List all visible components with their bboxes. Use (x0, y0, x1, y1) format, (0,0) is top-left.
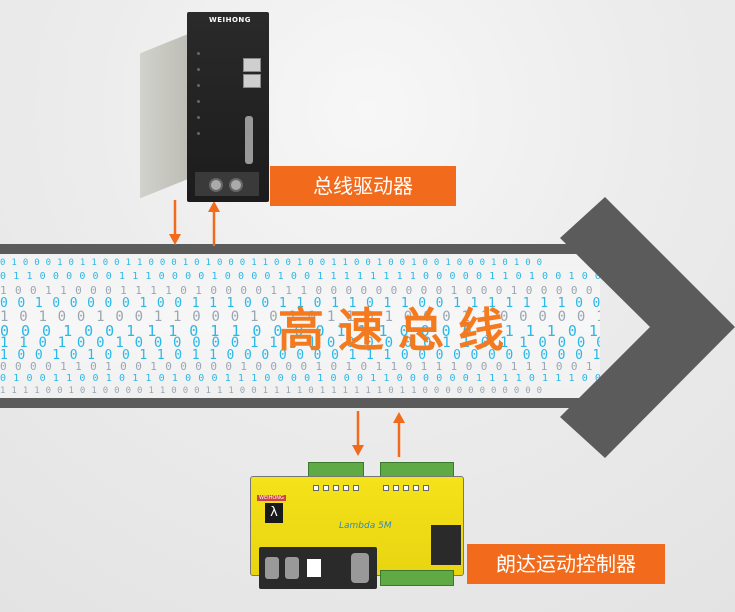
binary-digit-field: 0100010110011000101000110010011001001001… (0, 254, 600, 398)
indicator-led (423, 485, 429, 491)
binary-digit-row: 1010010011000101011010001100000100010110… (0, 309, 600, 326)
binary-digit-row: 0100110010110100011100001000110000001111… (0, 373, 600, 385)
indicator-dot (197, 52, 200, 55)
cable-connector-icon (209, 178, 223, 192)
cable-connector-icon (229, 178, 243, 192)
indicator-dot (197, 100, 200, 103)
drive-brand: WEIHONG (209, 16, 252, 24)
ethernet-port-icon (243, 58, 261, 72)
indicator-dot (197, 84, 200, 87)
indicator-led (413, 485, 419, 491)
binary-digit-row: 0110000001110000100001001111111100000110… (0, 270, 600, 282)
indicator-dot (197, 116, 200, 119)
binary-digit-row: 0010000010011100110110110011111110011101… (0, 296, 600, 312)
drive-front-panel: WEIHONG (187, 12, 269, 202)
motion-controller-image: WEIHONG λ Lambda 5M (250, 462, 468, 589)
indicator-led (313, 485, 319, 491)
drive-label: 总线驱动器 (270, 166, 456, 206)
bus-rail-bottom (0, 398, 600, 408)
indicator-led (323, 485, 329, 491)
binary-digit-row: 0000110100100000100001010110111000111001… (0, 360, 600, 374)
controller-label: 朗达运动控制器 (467, 544, 665, 584)
indicator-led (393, 485, 399, 491)
indicator-led (333, 485, 339, 491)
binary-digit-row: 1001010011011000000011100000000000101110… (0, 347, 600, 363)
bus-band (0, 248, 600, 406)
indicator-dot (197, 68, 200, 71)
binary-digit-row: 0001001110110000111000011110101110011001… (0, 322, 600, 340)
db-connector-icon (265, 557, 279, 579)
bus-label: 高速总线 (278, 303, 518, 357)
down-arrow-icon (169, 200, 181, 245)
binary-digit-row: 1001100011110100001110000000001000100000… (0, 283, 600, 297)
indicator-led (353, 485, 359, 491)
lambda-logo-icon: λ (265, 503, 283, 523)
controller-model: Lambda 5M (339, 521, 392, 531)
up-arrow-icon (393, 412, 405, 457)
db-connector-icon (351, 553, 369, 583)
drive-base (195, 172, 259, 196)
indicator-dot (197, 132, 200, 135)
connector-slot (245, 116, 253, 164)
terminal-block (380, 570, 454, 586)
controller-brand: WEIHONG (257, 495, 286, 501)
ethernet-port-icon (243, 74, 261, 88)
controller-body: WEIHONG λ Lambda 5M (250, 476, 464, 589)
up-arrow-icon (208, 201, 220, 246)
led-row (313, 485, 453, 491)
usb-port-icon (307, 559, 321, 577)
indicator-led (383, 485, 389, 491)
controller-module (431, 525, 461, 565)
drive-heatsink (140, 34, 188, 199)
down-arrow-icon (352, 411, 364, 456)
db-connector-icon (285, 557, 299, 579)
indicator-led (343, 485, 349, 491)
controller-io-panel (259, 547, 377, 589)
binary-digit-row: 1111001010000110001110011110111111011000… (0, 386, 549, 396)
servo-drive-image: WEIHONG (140, 12, 275, 207)
binary-digit-row: 0100010110011000101000110010011001001001… (0, 258, 549, 268)
binary-digit-row: 1101001000000111100000011011000000100001… (0, 334, 600, 351)
indicator-led (403, 485, 409, 491)
bus-rail-top (0, 244, 600, 254)
